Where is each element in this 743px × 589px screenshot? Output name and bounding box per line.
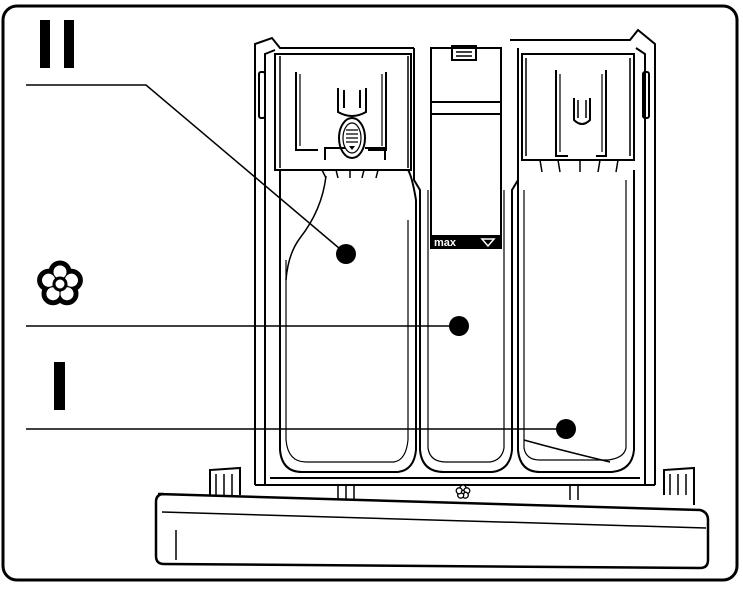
left-wall-slot	[258, 71, 266, 119]
arrow-down-icon	[349, 146, 355, 150]
dot-pre-wash	[556, 419, 576, 439]
drawer-left-inner-wall	[264, 49, 276, 485]
right-wall-slot	[642, 71, 650, 119]
dot-main-wash	[336, 244, 356, 264]
label-ii-bar-right	[64, 20, 74, 68]
drawer-left-wall	[254, 36, 414, 485]
max-label: max	[434, 237, 457, 249]
flower-icon	[37, 260, 83, 306]
bottom-rail-details	[209, 466, 695, 505]
label-i-bar	[54, 362, 65, 410]
compartment-main-wash	[274, 53, 417, 473]
drawer-front-panel	[154, 492, 710, 570]
dot-softener	[449, 316, 469, 336]
drawer-right-wall	[510, 28, 656, 485]
small-flower-icon	[455, 484, 471, 499]
label-pre-wash	[54, 362, 65, 410]
drawer-body	[254, 28, 656, 486]
compartment-pre-wash	[517, 53, 635, 473]
outer-border	[1, 4, 739, 582]
drawer-right-inner-wall	[635, 47, 646, 485]
max-arrow-icon	[480, 238, 496, 248]
label-main-wash	[40, 20, 74, 68]
label-ii-bar-left	[40, 20, 50, 68]
